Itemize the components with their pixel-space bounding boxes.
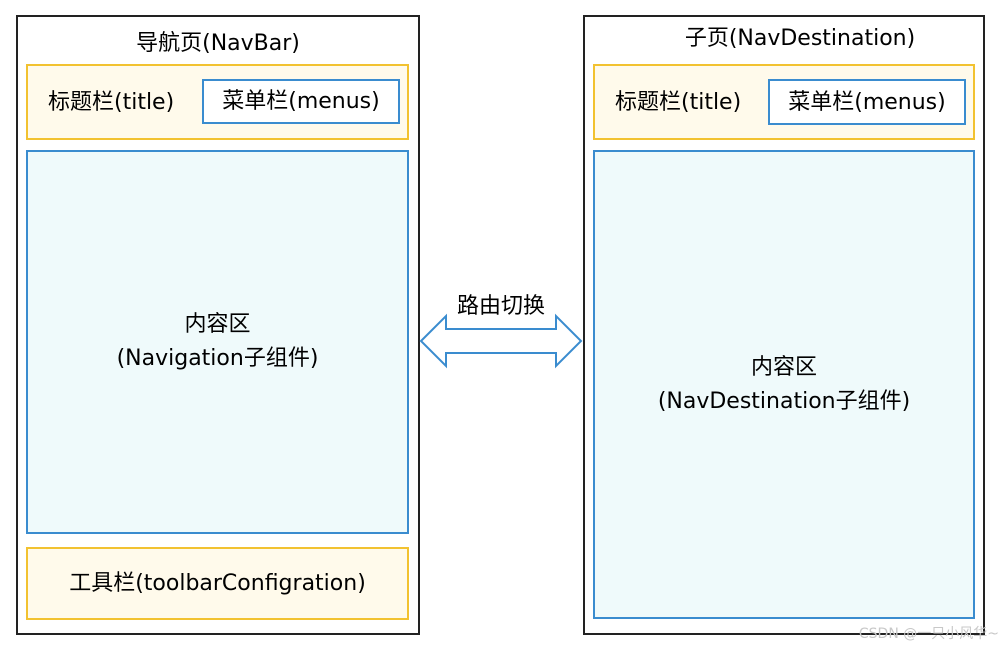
navbar-content-line1: 内容区	[184, 312, 251, 337]
navbar-content-area: 内容区 (Navigation子组件)	[26, 150, 409, 534]
navdest-title-label: 标题栏(title)	[615, 90, 742, 115]
navdest-page-title: 子页(NavDestination)	[684, 26, 916, 51]
watermark: CSDN @一只小风华~	[858, 626, 999, 642]
navdest-content-line1: 内容区	[750, 354, 817, 380]
navbar-menu-bar	[202, 79, 400, 124]
navbar-content-line2: (Navigation子组件)	[116, 346, 319, 371]
navbar-page-title: 导航页(NavBar)	[136, 31, 300, 56]
route-switch-label: 路由切换	[456, 294, 545, 319]
navdest-content-area: 内容区 (NavDestination子组件)	[593, 150, 975, 619]
navbar-toolbar-label: 工具栏(toolbarConfigration)	[69, 571, 366, 596]
navbar-toolbar	[26, 547, 409, 620]
navdest-menu-label: 菜单栏(menus)	[788, 90, 946, 115]
navbar-menu-label: 菜单栏(menus)	[222, 89, 380, 114]
navdest-content-line2: (NavDestination子组件)	[657, 388, 911, 414]
double-arrow-icon	[419, 313, 583, 369]
navdest-menu-bar	[768, 79, 966, 125]
navbar-title-label: 标题栏(title)	[48, 90, 175, 115]
